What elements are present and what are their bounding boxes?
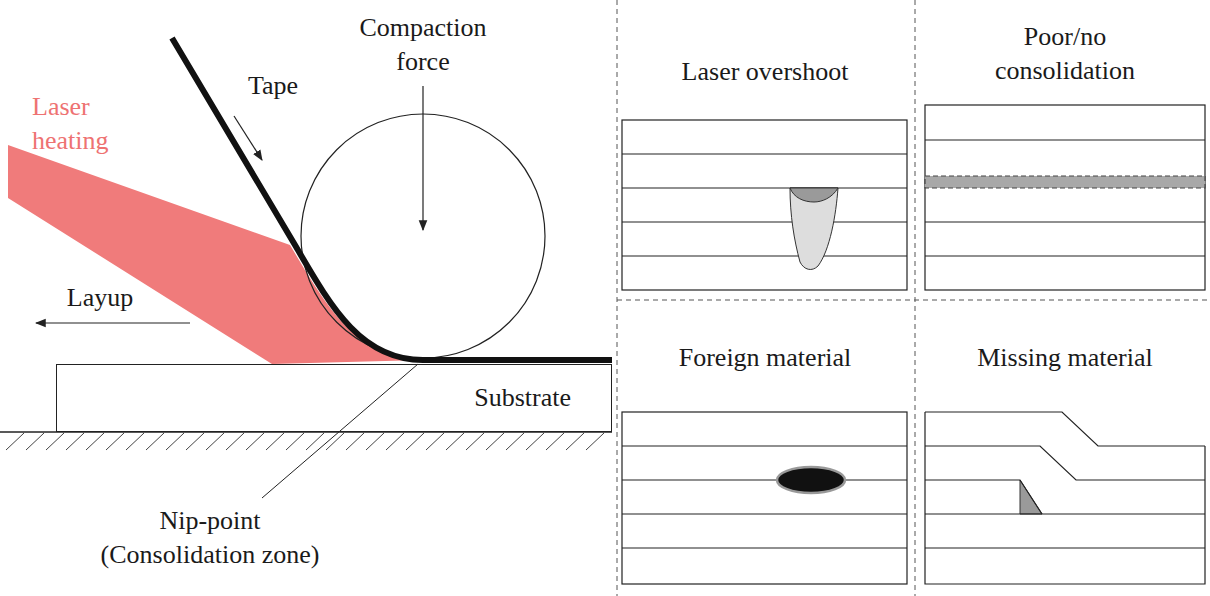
force-label: Compaction force bbox=[338, 11, 508, 79]
laser-beam bbox=[8, 145, 423, 364]
laminate-stack bbox=[925, 412, 1205, 584]
direction-label: Layup bbox=[40, 281, 160, 315]
laminate-stack bbox=[622, 412, 907, 584]
overshoot-damage bbox=[790, 188, 838, 269]
foreign-inclusion bbox=[777, 467, 845, 493]
tape-feed-arrow bbox=[234, 116, 262, 160]
leader-line bbox=[262, 364, 418, 498]
laminate-stack bbox=[622, 120, 907, 290]
force-arrow bbox=[422, 86, 423, 230]
overshoot-crater bbox=[790, 188, 838, 202]
unbonded-interface bbox=[925, 176, 1205, 188]
panel-title: Foreign material bbox=[630, 341, 900, 375]
panel-title: Laser overshoot bbox=[630, 55, 900, 89]
laminate-stack bbox=[925, 105, 1205, 290]
panel-separators bbox=[617, 0, 1210, 596]
node-label: Substrate bbox=[474, 381, 571, 415]
substrate-block: Substrate bbox=[56, 364, 612, 432]
ground-hatch bbox=[6, 433, 604, 450]
tape bbox=[172, 38, 612, 360]
layup-arrow bbox=[36, 322, 190, 323]
panel-title: Poor/no consolidation bbox=[958, 20, 1173, 88]
panel-title: Missing material bbox=[930, 341, 1200, 375]
laser-label: Laser heating bbox=[32, 90, 144, 158]
nip-point-label: Nip-point (Consolidation zone) bbox=[80, 504, 340, 572]
tape-label: Tape bbox=[228, 69, 318, 103]
